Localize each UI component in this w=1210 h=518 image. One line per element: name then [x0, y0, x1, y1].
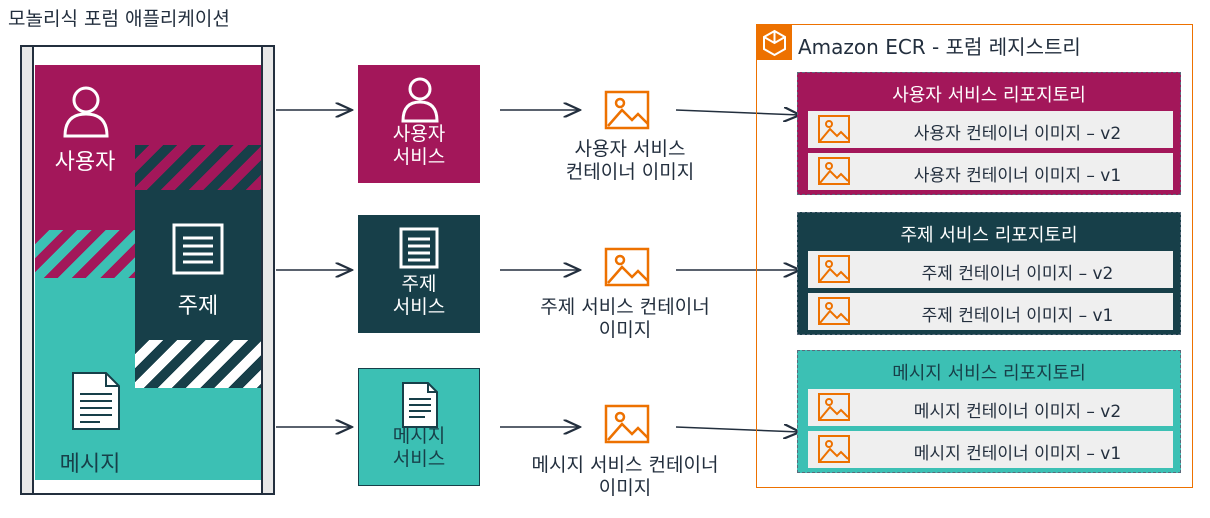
user-service-box: 사용자 서비스	[358, 65, 480, 183]
page-title: 모놀리식 포럼 애플리케이션	[8, 8, 230, 30]
user-repository: 사용자 서비스 리포지토리 사용자 컨테이너 이미지 – v2 사용자 컨테이너…	[797, 72, 1181, 195]
repository-image-row: 주제 컨테이너 이미지 – v1	[808, 293, 1173, 330]
repository-image-row: 사용자 컨테이너 이미지 – v2	[808, 111, 1173, 148]
repository-title: 사용자 서비스 리포지토리	[892, 85, 1086, 106]
image-version-label: 사용자 컨테이너 이미지 – v1	[913, 166, 1122, 186]
repository-image-row: 사용자 컨테이너 이미지 – v1	[808, 153, 1173, 190]
service-label: 서비스	[392, 296, 446, 318]
service-label: 서비스	[392, 448, 446, 470]
image-version-label: 주제 컨테이너 이미지 – v1	[921, 306, 1114, 326]
topic-image-label: 주제 서비스 컨테이너 이미지	[540, 296, 710, 341]
monolith-message-label: 메시지	[59, 452, 121, 477]
message-repository: 메시지 서비스 리포지토리 메시지 컨테이너 이미지 – v2 메시지 컨테이너…	[797, 350, 1181, 473]
repository-title: 메시지 서비스 리포지토리	[892, 363, 1086, 384]
file-icon	[72, 372, 120, 430]
topic-repository: 주제 서비스 리포지토리 주제 컨테이너 이미지 – v2 주제 컨테이너 이미…	[797, 212, 1181, 335]
monolith-user-label: 사용자	[54, 150, 116, 175]
image-icon	[818, 115, 850, 143]
image-icon	[818, 297, 850, 325]
repository-image-row: 메시지 컨테이너 이미지 – v2	[808, 389, 1173, 426]
image-version-label: 메시지 컨테이너 이미지 – v2	[913, 402, 1122, 422]
service-label: 서비스	[392, 146, 446, 168]
stripe-pattern	[135, 145, 261, 190]
message-image-label: 메시지 서비스 컨테이너 이미지	[531, 454, 719, 499]
image-icon	[604, 90, 650, 130]
monolith-topic-label: 주제	[177, 294, 219, 319]
image-icon	[818, 255, 850, 283]
service-label: 메시지	[392, 425, 446, 447]
message-service-box: 메시지 서비스	[358, 368, 480, 486]
ecr-registry-container	[756, 24, 1193, 488]
image-icon	[604, 404, 650, 444]
user-image-label: 사용자 서비스 컨테이너 이미지	[565, 138, 695, 183]
file-icon	[402, 382, 438, 428]
ecr-icon	[757, 25, 792, 60]
user-icon	[401, 77, 439, 123]
repository-image-row: 메시지 컨테이너 이미지 – v1	[808, 431, 1173, 468]
document-icon	[399, 227, 439, 269]
monolith-right-rail	[261, 47, 273, 493]
image-icon	[818, 435, 850, 463]
image-version-label: 메시지 컨테이너 이미지 – v1	[913, 444, 1122, 464]
image-version-label: 사용자 컨테이너 이미지 – v2	[913, 124, 1122, 144]
monolith-topic-segment	[135, 190, 261, 340]
repository-image-row: 주제 컨테이너 이미지 – v2	[808, 251, 1173, 288]
image-icon	[604, 247, 650, 287]
document-icon	[172, 223, 224, 275]
monolith-left-rail	[22, 47, 34, 493]
image-icon	[818, 393, 850, 421]
repository-title: 주제 서비스 리포지토리	[900, 225, 1078, 246]
service-label: 주제	[401, 273, 437, 295]
stripe-pattern	[135, 340, 261, 388]
image-icon	[818, 157, 850, 185]
topic-service-box: 주제 서비스	[358, 215, 480, 333]
user-icon	[63, 86, 109, 138]
image-version-label: 주제 컨테이너 이미지 – v2	[921, 264, 1114, 284]
service-label: 사용자	[392, 123, 446, 145]
ecr-title: Amazon ECR - 포럼 레지스트리	[798, 35, 1081, 59]
